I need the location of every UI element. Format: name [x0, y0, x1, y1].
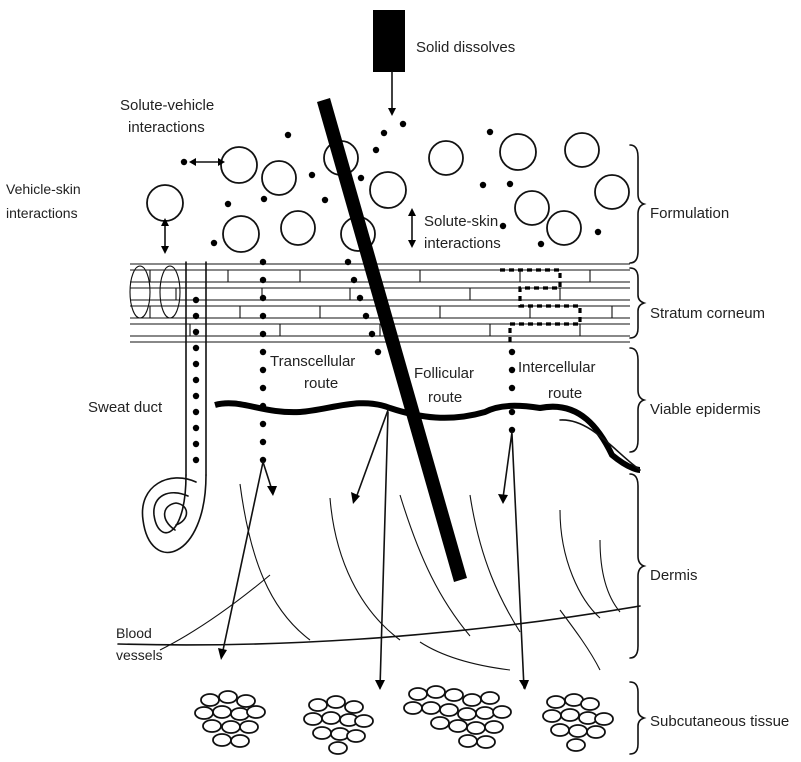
- label-blood-vessels-1: Blood: [116, 625, 152, 641]
- layer-braces: [630, 145, 644, 754]
- solid-block: [373, 10, 405, 72]
- label-sweat-duct: Sweat duct: [88, 399, 163, 416]
- fat-cluster: [195, 691, 265, 747]
- label-transcellular-2: route: [304, 375, 338, 392]
- vehicle-vesicles: [147, 133, 629, 252]
- vesicle: [370, 172, 406, 208]
- fat-cluster: [304, 696, 373, 754]
- fat-cluster: [404, 686, 511, 748]
- vesicle: [223, 216, 259, 252]
- label-blood-vessels-2: vessels: [116, 647, 163, 663]
- label-follicular-2: route: [428, 389, 462, 406]
- label-vehicle-skin-2: interactions: [6, 205, 78, 221]
- vesicle: [281, 211, 315, 245]
- layer-label-viable-epidermis: Viable epidermis: [650, 401, 761, 418]
- label-transcellular-1: Transcellular: [270, 353, 355, 370]
- label-intercellular-2: route: [548, 385, 582, 402]
- intercellular-dots: [509, 349, 515, 433]
- layer-label-subcutaneous-tissue: Subcutaneous tissue: [650, 713, 789, 730]
- label-follicular-1: Follicular: [414, 365, 474, 382]
- label-solid-dissolves: Solid dissolves: [416, 39, 515, 56]
- vesicle: [565, 133, 599, 167]
- layer-label-formulation: Formulation: [650, 205, 729, 222]
- vesicle: [147, 185, 183, 221]
- vesicle: [262, 161, 296, 195]
- label-intercellular-1: Intercellular: [518, 359, 596, 376]
- fat-cluster: [543, 694, 613, 751]
- label-solute-vehicle-2: interactions: [128, 119, 205, 136]
- dermis-vessels: [118, 484, 640, 670]
- label-solute-skin-1: Solute-skin: [424, 213, 498, 230]
- transcellular-dots: [260, 259, 266, 463]
- label-solute-vehicle-1: Solute-vehicle: [120, 97, 214, 114]
- label-vehicle-skin-1: Vehicle-skin: [6, 181, 81, 197]
- vesicle: [221, 147, 257, 183]
- label-solute-skin-2: interactions: [424, 235, 501, 252]
- vesicle: [547, 211, 581, 245]
- layer-label-dermis: Dermis: [650, 567, 698, 584]
- vesicle: [515, 191, 549, 225]
- vesicle: [500, 134, 536, 170]
- vesicle: [429, 141, 463, 175]
- layer-label-stratum-corneum: Stratum corneum: [650, 305, 765, 322]
- subcutaneous-cells: [195, 686, 613, 754]
- vesicle: [595, 175, 629, 209]
